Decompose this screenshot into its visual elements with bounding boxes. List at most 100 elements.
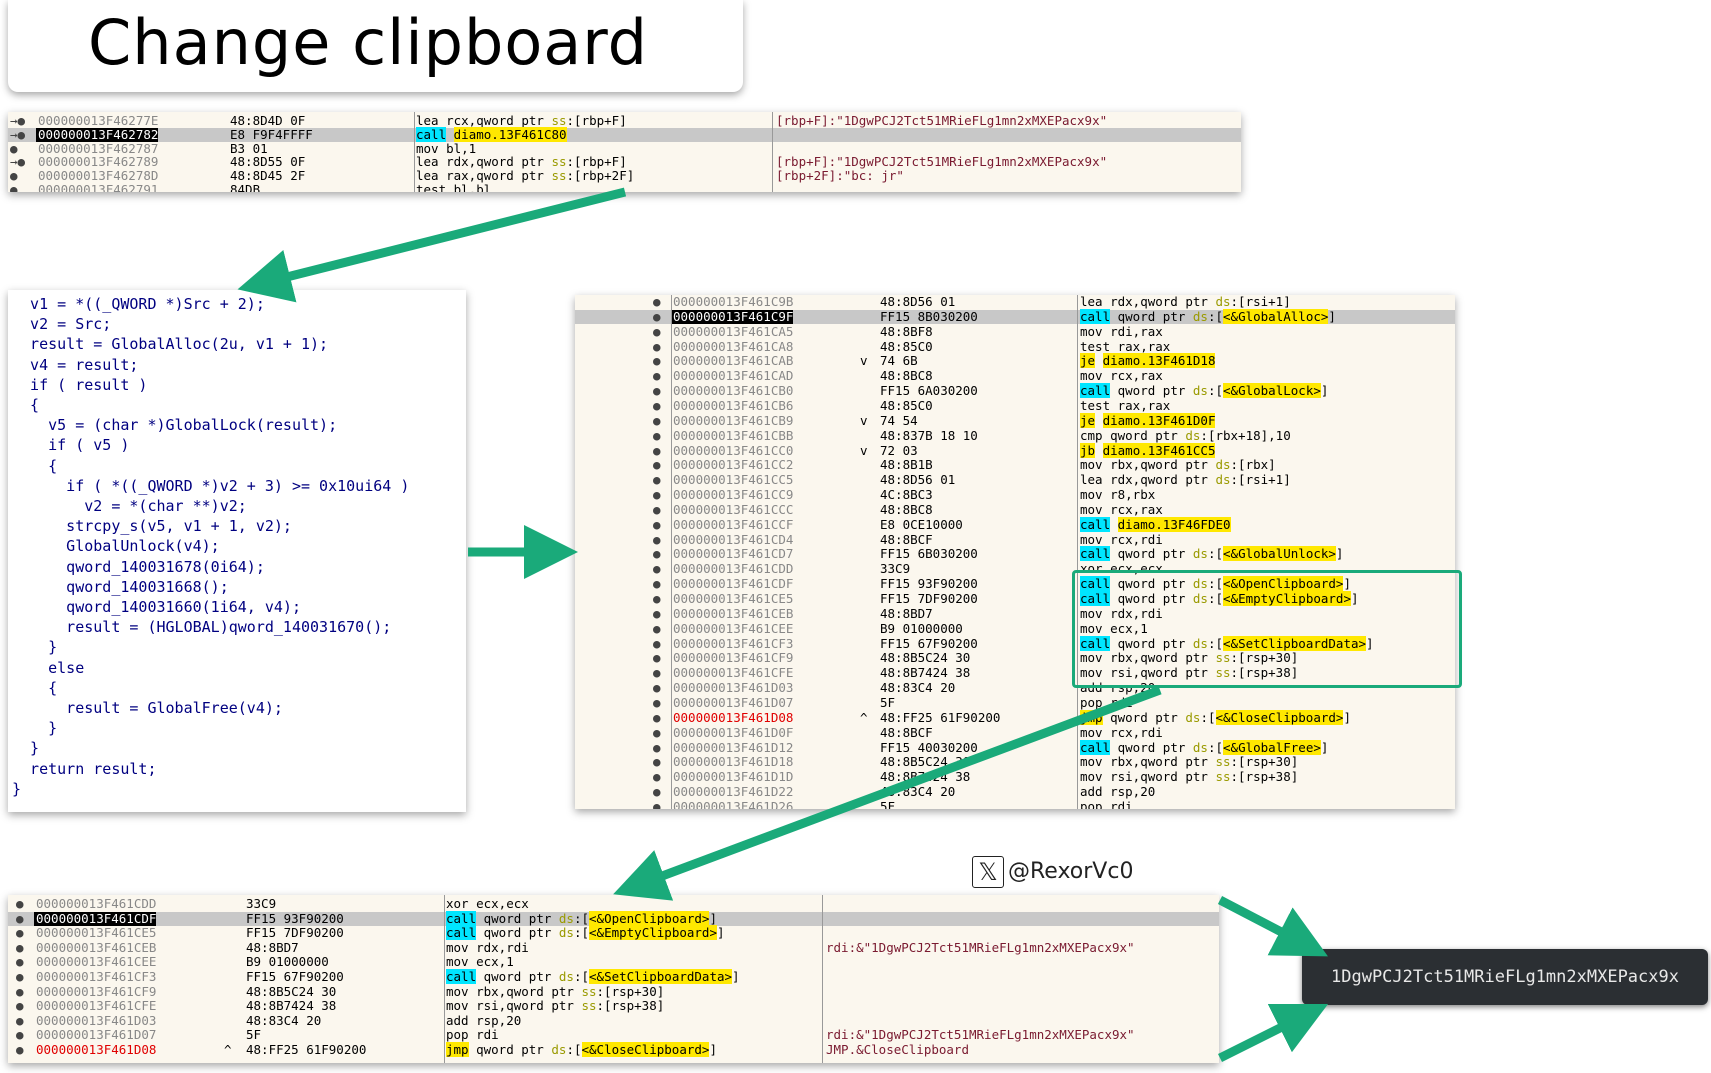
address: 000000013F461CB9 <box>673 412 794 428</box>
opcode-bytes: E8 0CE10000 <box>880 516 963 532</box>
column-divider <box>444 895 445 1063</box>
address: 000000013F461CA8 <box>673 338 794 354</box>
opcode-bytes: FF15 93F90200 <box>880 576 978 592</box>
opcode-bytes: 48:8BCF <box>880 724 933 740</box>
instruction: add rsp,20 <box>446 1012 522 1028</box>
instruction: call qword ptr ds:[<&GlobalFree>] <box>1080 739 1329 755</box>
opcode-bytes: 74 6B <box>880 353 918 369</box>
opcode-bytes: 48:85C0 <box>880 338 933 354</box>
address: 000000013F461CBB <box>673 427 794 443</box>
page-title: Change clipboard <box>88 6 649 79</box>
address: 000000013F461CC2 <box>673 457 794 473</box>
breakpoint-marker: →● <box>10 154 26 170</box>
opcode-bytes: 5F <box>880 798 896 809</box>
instruction: call qword ptr ds:[<&SetClipboardData>] <box>446 969 740 984</box>
opcode-bytes: 48:8B5C24 30 <box>246 983 337 999</box>
pseudocode-line: return result; <box>12 759 157 778</box>
instruction: call qword ptr ds:[<&EmptyClipboard>] <box>446 925 725 941</box>
address: 000000013F462791 <box>38 182 159 192</box>
instruction: call qword ptr ds:[<&GlobalUnlock>] <box>1080 546 1344 562</box>
instruction: mov rdx,rdi <box>1080 605 1163 621</box>
address: 000000013F461CCF <box>673 516 794 532</box>
breakpoint-dot: ● <box>653 531 661 547</box>
instruction: add rsp,20 <box>1080 784 1156 800</box>
pseudocode-line: { <box>12 456 58 475</box>
jump-marker: v <box>860 412 868 428</box>
breakpoint-dot: ● <box>653 798 661 809</box>
opcode-bytes: 48:8BD7 <box>880 605 933 621</box>
breakpoint-dot: ● <box>653 709 661 725</box>
breakpoint-dot: ● <box>653 338 661 354</box>
instruction: call qword ptr ds:[<&GlobalAlloc>] <box>1080 308 1336 324</box>
address: 000000013F462782 <box>36 126 159 143</box>
opcode-bytes: FF15 6B030200 <box>880 546 978 562</box>
opcode-bytes: 72 03 <box>880 442 918 458</box>
address: 000000013F461CB0 <box>673 383 794 399</box>
pseudocode-line: result = (HGLOBAL)qword_140031670(); <box>12 618 392 637</box>
jump-marker: v <box>860 353 868 369</box>
instruction: je diamo.13F461D18 <box>1080 353 1216 369</box>
address: 000000013F461D08 <box>36 1042 157 1057</box>
breakpoint-dot: ● <box>653 635 661 651</box>
breakpoint-dot: ● <box>653 665 661 681</box>
pseudocode-line: qword_140031668(); <box>12 577 229 596</box>
opcode-bytes: 48:8B7424 38 <box>880 665 971 681</box>
address: 000000013F461CEB <box>36 939 157 955</box>
disasm-row[interactable]: ● 000000013F461CA8 48:85C0 test rax,rax <box>575 338 1455 354</box>
pseudocode-line: } <box>12 779 22 798</box>
pseudocode-line: strcpy_s(v5, v1 + 1, v2); <box>12 517 292 536</box>
breakpoint-dot: ● <box>653 427 661 443</box>
instruction: test rax,rax <box>1080 338 1171 354</box>
